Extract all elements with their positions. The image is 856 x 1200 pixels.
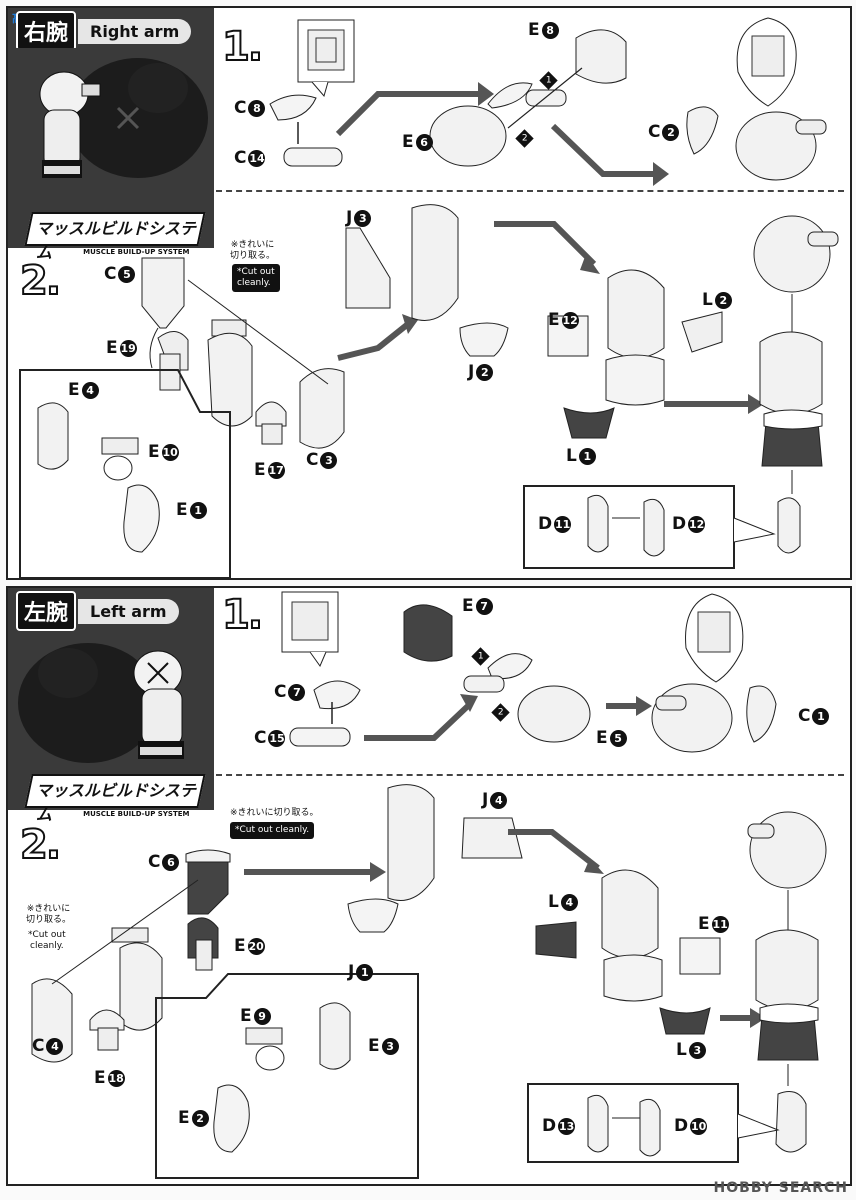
right-arm-figure-illustration (8, 48, 214, 208)
right-arm-title-jp: 右腕 (16, 11, 77, 51)
cut-note-en-left: *Cut out cleanly. (28, 930, 66, 951)
left-arm-figure-illustration (8, 633, 214, 783)
cut-note-jp-right: ※きれいに 切り取る。 (230, 240, 276, 261)
right-arm-panel: 高 右腕 Right arm マッスルビルドシステム MUSCLE BUILD-… (6, 6, 852, 580)
right-arm-title-en: Right arm (78, 18, 192, 44)
left-arm-panel: 左腕 Left arm マッスルビルドシステム MUSCLE BUILD-UP … (6, 586, 852, 1186)
left-arm-title-jp: 左腕 (16, 591, 77, 631)
cut-note-jp-left: ※きれいに 切り取る。 (26, 904, 72, 925)
left-step-2: 2. (19, 821, 62, 869)
left-arm-title-en: Left arm (78, 598, 179, 624)
left-arm-header: 左腕 Left arm マッスルビルドシステム MUSCLE BUILD-UP … (8, 588, 214, 824)
right-arm-title: 右腕 Right arm (16, 11, 192, 51)
right-step-1: 1. (221, 23, 264, 71)
watermark: HOBBY SEARCH (713, 1180, 848, 1196)
right-step-divider (216, 190, 844, 192)
left-arm-title: 左腕 Left arm (16, 591, 179, 631)
left-arm-diagram (31, 591, 827, 1179)
right-arm-diagram (19, 17, 839, 578)
cut-note-jp-left-top: ※きれいに切り取る。 (230, 808, 319, 818)
right-step-2: 2. (19, 257, 62, 305)
right-arm-header: 高 右腕 Right arm マッスルビルドシステム MUSCLE BUILD-… (8, 8, 214, 262)
cut-note-en-left-top: *Cut out cleanly. (230, 822, 315, 839)
left-step-1: 1. (221, 591, 264, 639)
cut-note-en-right: *Cut out cleanly. (232, 264, 280, 292)
left-step-divider (216, 774, 844, 776)
